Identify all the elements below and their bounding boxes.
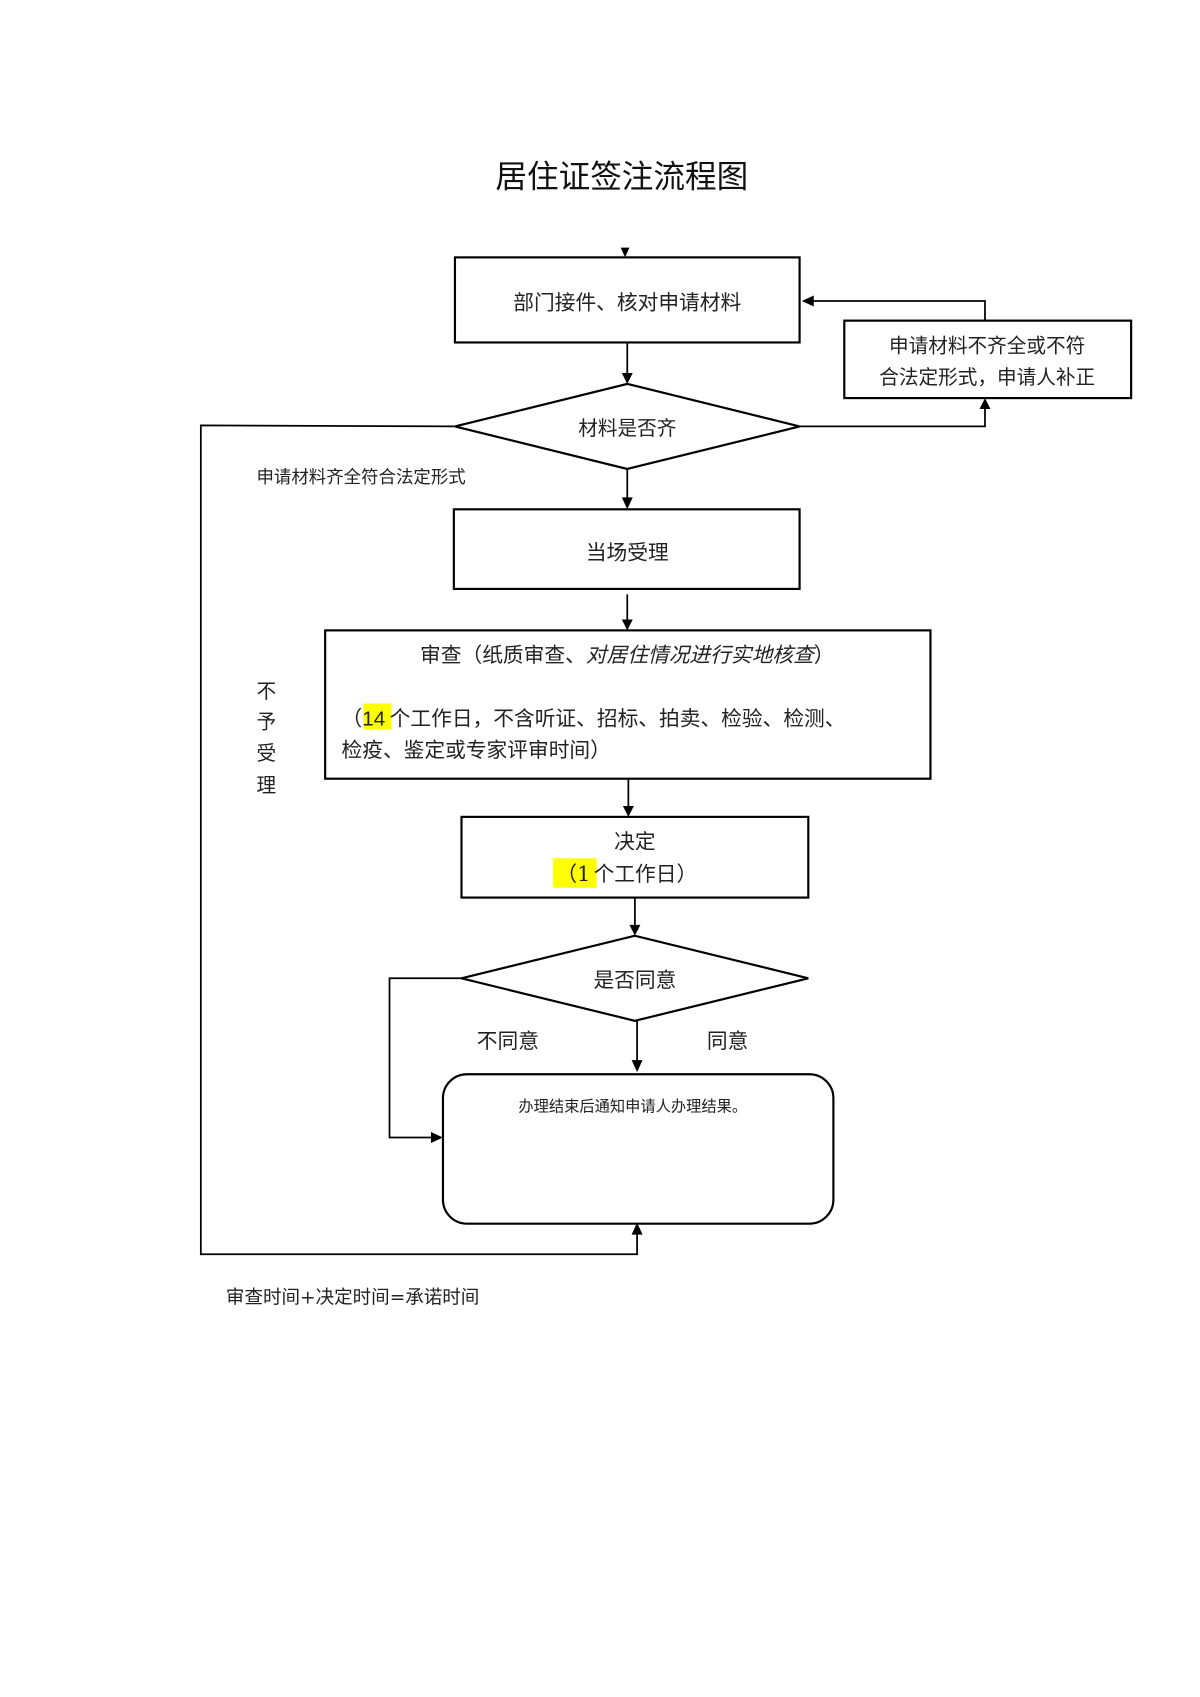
receive-box: [453, 256, 801, 344]
arrowhead: [621, 497, 633, 510]
decision-line1: 决定: [614, 830, 655, 854]
review-box: [324, 629, 932, 780]
review-days: 14: [362, 707, 385, 730]
review-line2-rest: 个工作日，不含听证、招标、拍卖、检验、检测、: [390, 706, 846, 730]
decision-line2-open: （: [556, 862, 577, 886]
finish-label: 办理结束后通知申请人办理结果。: [518, 1097, 747, 1115]
materials-check-label: 材料是否齐: [578, 417, 676, 440]
not-accepted-char-2: 予: [256, 711, 276, 734]
footnote: 审查时间+决定时间=承诺时间: [226, 1287, 479, 1308]
decision-line2-rest: 个工作日）: [594, 862, 698, 886]
arrowhead: [801, 295, 814, 307]
decision-days: 1: [577, 862, 590, 886]
review-days-highlight: [363, 703, 392, 730]
connector-not-accepted: [199, 424, 638, 1256]
accept-onsite-box: [452, 508, 801, 591]
connector-disagree: [388, 977, 462, 1139]
arrowhead: [430, 1132, 443, 1143]
entry-arrowhead: [620, 247, 630, 258]
review-line1: 审查（纸质审查、对居住情况进行实地核查）: [420, 643, 834, 667]
agree-check-label: 是否同意: [593, 968, 676, 992]
review-line2-open: （: [342, 706, 363, 730]
arrowhead: [621, 619, 633, 631]
arrowhead: [622, 805, 634, 817]
agree-check-diamond: [461, 934, 809, 1022]
receive-label: 部门接件、核对申请材料: [513, 291, 741, 315]
supplement-line2: 合法定形式，申请人补正: [879, 366, 1095, 389]
materials-complete-label: 申请材料齐全符合法定形式: [256, 468, 465, 488]
not-accepted-char-4: 理: [256, 774, 276, 797]
supplement-line1: 申请材料不齐全或不符: [889, 334, 1085, 357]
review-line1-italic: 对居住情况进行实地核查: [586, 643, 817, 667]
connector-supplement-to-receive: [812, 300, 986, 321]
review-line1-plain: 审查（纸质审查、: [420, 643, 586, 667]
decision-box: [460, 815, 810, 899]
decision-days-highlight: [553, 858, 597, 888]
arrowhead: [979, 398, 991, 409]
supplement-box: [843, 319, 1133, 400]
disagree-label: 不同意: [477, 1029, 539, 1053]
arrowhead: [631, 1060, 643, 1073]
review-line1-close: ）: [814, 643, 835, 667]
finish-box: [441, 1073, 835, 1225]
not-accepted-char-3: 受: [256, 742, 276, 765]
connector-incomplete: [799, 407, 986, 428]
page-title: 居住证签注流程图: [495, 160, 748, 196]
agree-label: 同意: [707, 1029, 748, 1053]
accept-onsite-label: 当场受理: [586, 540, 669, 564]
arrowhead: [621, 372, 633, 384]
arrowhead: [631, 1222, 643, 1235]
review-line3: 检疫、鉴定或专家评审时间）: [342, 738, 611, 762]
not-accepted-char-1: 不: [256, 680, 276, 703]
arrowhead: [629, 924, 641, 936]
